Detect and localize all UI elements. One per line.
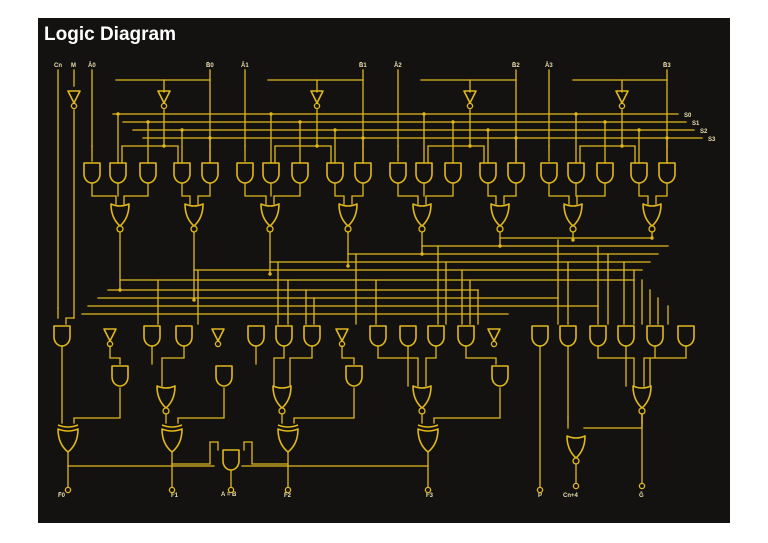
input-m-label: M xyxy=(71,63,76,69)
nor-gate-7 xyxy=(563,203,583,233)
nor-gate-5 xyxy=(412,203,432,233)
and-gate-14 xyxy=(479,162,497,184)
and-gate-23 xyxy=(247,325,265,347)
and-gate-17 xyxy=(567,162,585,184)
output-cn4-label: Cn+4 xyxy=(563,493,579,499)
inverter-b3 xyxy=(615,90,629,110)
inverter-b2 xyxy=(463,90,477,110)
input-b1-label: B̄1 xyxy=(359,62,367,69)
inverter-m xyxy=(67,90,81,110)
select-s2-label: S2 xyxy=(700,129,708,135)
and-gate-1 xyxy=(83,162,101,184)
nor-gate-8 xyxy=(642,203,662,233)
nor-gate-1 xyxy=(110,203,130,233)
nor-gate-3 xyxy=(260,203,280,233)
and-gate-29 xyxy=(457,325,475,347)
and-gate-25 xyxy=(303,325,321,347)
xor-gate-f0 xyxy=(57,424,79,453)
and-gate-38 xyxy=(345,365,363,387)
output-f0-label: F̄0 xyxy=(58,492,66,499)
select-s0-label: S0 xyxy=(684,113,692,119)
and-gate-19 xyxy=(630,162,648,184)
and-gate-35 xyxy=(677,325,695,347)
output-f2-label: F̄2 xyxy=(284,492,292,499)
and-gate-39 xyxy=(491,365,509,387)
nor-gate-11 xyxy=(412,385,432,415)
nor-gate-2 xyxy=(184,203,204,233)
and-gate-37 xyxy=(215,365,233,387)
and-gate-26 xyxy=(369,325,387,347)
nor-gate-10 xyxy=(272,385,292,415)
and-gate-5 xyxy=(201,162,219,184)
nor-gate-cn4 xyxy=(566,435,586,465)
output-p-label: P̄ xyxy=(538,492,542,499)
and-gate-20 xyxy=(658,162,676,184)
and-gate-a-eq-b xyxy=(222,449,240,471)
xor-gate-f2 xyxy=(277,424,299,453)
select-bus xyxy=(112,113,703,139)
output-aeqb-label: A = B xyxy=(221,492,237,498)
nor-gate-12 xyxy=(632,385,652,415)
nor-gate-6 xyxy=(490,203,510,233)
input-a1-label: Ā1 xyxy=(241,62,249,69)
and-gate-7 xyxy=(262,162,280,184)
and-gate-30 xyxy=(531,325,549,347)
inverter-row-3 xyxy=(335,328,349,348)
and-gate-33 xyxy=(617,325,635,347)
and-gate-10 xyxy=(354,162,372,184)
input-a0-label: Ā0 xyxy=(88,62,96,69)
diagram-title: Logic Diagram xyxy=(44,24,176,45)
and-gate-8 xyxy=(291,162,309,184)
and-gate-27 xyxy=(399,325,417,347)
and-gate-28 xyxy=(427,325,445,347)
logic-diagram: Cn M Ā0 B̄0 Ā1 B̄1 Ā2 B̄2 Ā3 B̄3 S0 S1 S… xyxy=(53,62,716,499)
and-gate-18 xyxy=(596,162,614,184)
inverter-row-2 xyxy=(211,328,225,348)
nor-gate-9 xyxy=(156,385,176,415)
and-gate-4 xyxy=(173,162,191,184)
output-f3-label: F̄3 xyxy=(426,492,434,499)
and-gate-15 xyxy=(507,162,525,184)
and-gate-2 xyxy=(109,162,127,184)
input-b2-label: B̄2 xyxy=(512,62,520,69)
inverter-b1 xyxy=(310,90,324,110)
select-s1-label: S1 xyxy=(692,121,700,127)
output-f1-label: F̄1 xyxy=(171,492,179,499)
and-gate-cn xyxy=(53,325,71,347)
input-cn-label: Cn xyxy=(54,63,62,69)
input-b3-label: B̄3 xyxy=(663,62,671,69)
and-gate-11 xyxy=(389,162,407,184)
and-gate-32 xyxy=(589,325,607,347)
xor-gate-f3 xyxy=(417,424,439,453)
and-gate-24 xyxy=(275,325,293,347)
and-gate-31 xyxy=(559,325,577,347)
nor-gate-4 xyxy=(338,203,358,233)
inverter-b0 xyxy=(157,90,171,110)
and-gate-16 xyxy=(540,162,558,184)
and-gate-22 xyxy=(175,325,193,347)
and-gate-21 xyxy=(143,325,161,347)
and-gate-34 xyxy=(646,325,664,347)
interconnect-wires xyxy=(81,231,669,325)
and-gate-36 xyxy=(111,365,129,387)
and-gate-12 xyxy=(415,162,433,184)
and-gate-9 xyxy=(326,162,344,184)
input-a3-label: Ā3 xyxy=(545,62,553,69)
select-s3-label: S3 xyxy=(708,137,716,143)
and-gate-13 xyxy=(444,162,462,184)
xor-gate-f1 xyxy=(161,424,183,453)
input-b0-label: B̄0 xyxy=(206,62,214,69)
and-gate-6 xyxy=(236,162,254,184)
inverter-row-1 xyxy=(103,328,117,348)
output-g-label: Ḡ xyxy=(639,492,644,499)
and-gate-3 xyxy=(139,162,157,184)
input-a2-label: Ā2 xyxy=(394,62,402,69)
input-wires xyxy=(57,69,668,319)
inverter-row-4 xyxy=(487,328,501,348)
